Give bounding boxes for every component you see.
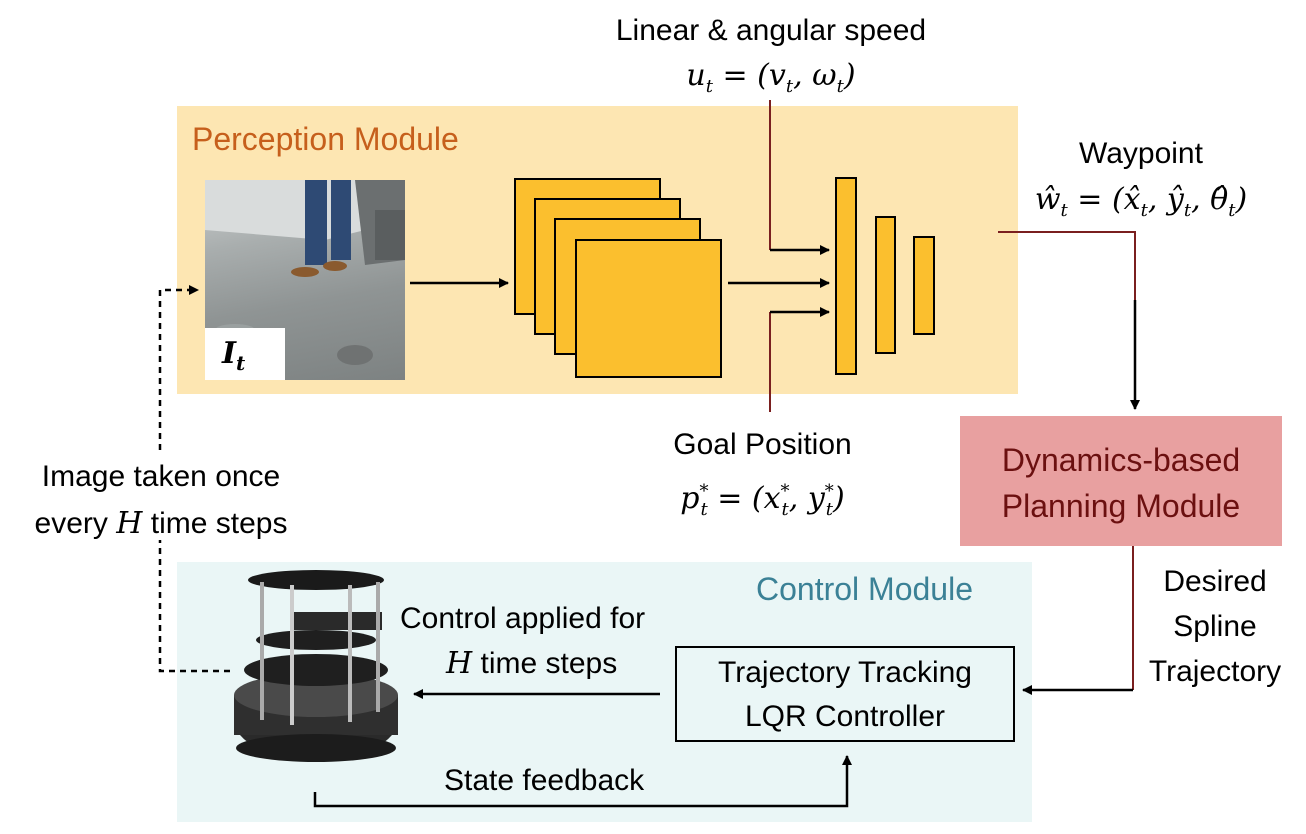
control-module-title: Control Module	[756, 571, 973, 607]
image-note-line2: every H time steps	[0, 506, 322, 542]
fc-layer-2	[875, 216, 896, 354]
waypoint-formula: ŵt = (x̂t, ŷt, θ̂t)	[1034, 182, 1248, 221]
speed-label: Linear & angular speed	[615, 14, 927, 47]
perception-module-title: Perception Module	[192, 121, 459, 157]
state-feedback-label: State feedback	[444, 764, 645, 797]
lqr-controller-box	[675, 646, 1015, 742]
goal-label: Goal Position	[673, 428, 852, 461]
image-note-suffix: time steps	[142, 507, 288, 540]
speed-formula: ut = (vt, ωt)	[686, 58, 856, 97]
image-note-var: H	[116, 506, 143, 541]
image-label-text: I	[222, 336, 237, 371]
image-note-prefix: every	[34, 507, 117, 540]
image-label: It	[222, 336, 246, 375]
control-applied-var: H	[446, 646, 473, 681]
planning-module-box	[960, 416, 1282, 546]
planning-module-line2: Planning Module	[1001, 488, 1241, 524]
robot-illustration	[234, 570, 398, 762]
fc-layer-1	[835, 177, 857, 375]
image-note-line1: Image taken once	[41, 460, 281, 493]
spline-line2: Spline	[1173, 610, 1257, 643]
fc-layer-3	[913, 236, 935, 335]
feature-map-4	[575, 239, 722, 378]
waypoint-label: Waypoint	[1079, 137, 1203, 170]
goal-formula: p*t = (x*t, y*t)	[680, 481, 845, 520]
control-applied-line1: Control applied for	[400, 602, 646, 635]
image-capture-dashed-line-upper	[158, 285, 199, 450]
control-applied-line2: H time steps	[446, 646, 617, 682]
spline-line3: Trajectory	[1148, 655, 1282, 688]
state-feedback-line	[313, 755, 852, 808]
control-applied-suffix: time steps	[472, 647, 618, 680]
spline-line1: Desired	[1163, 565, 1267, 598]
camera-image-scene	[205, 180, 405, 365]
image-capture-dashed-line	[158, 540, 230, 673]
controller-line2: LQR Controller	[744, 700, 946, 733]
controller-line1: Trajectory Tracking	[718, 656, 972, 689]
image-label-box	[205, 328, 285, 380]
waypoint-line	[998, 231, 1136, 300]
planning-module-line1: Dynamics-based	[1001, 442, 1241, 478]
